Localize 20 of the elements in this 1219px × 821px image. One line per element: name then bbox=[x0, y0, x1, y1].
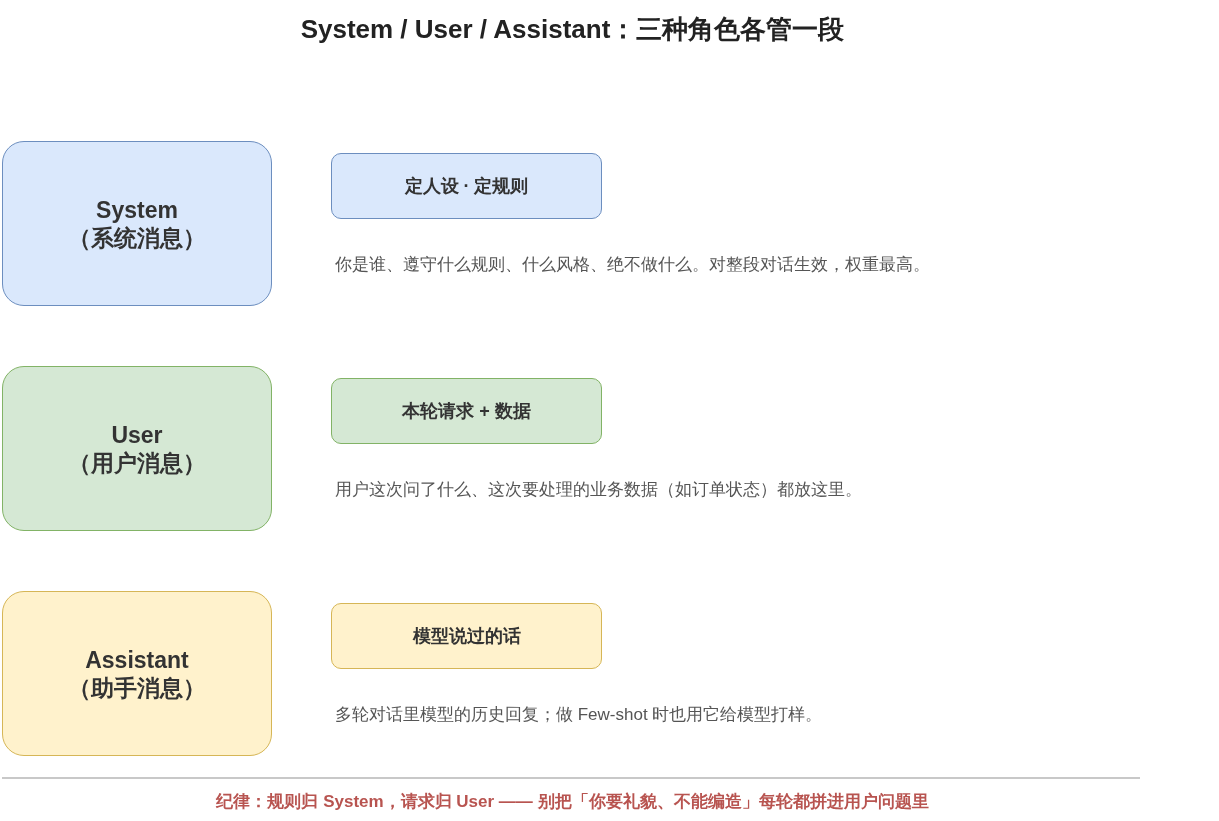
role-name: User bbox=[111, 420, 163, 449]
description-text: 用户这次问了什么、这次要处理的业务数据（如订单状态）都放这里。 bbox=[335, 479, 862, 501]
role-box bbox=[2, 366, 272, 531]
summary-box bbox=[331, 603, 602, 669]
summary-box bbox=[331, 153, 602, 219]
role-subtitle: （系统消息） bbox=[68, 223, 206, 252]
box-label: 模型说过的话 bbox=[412, 625, 521, 648]
role-box bbox=[2, 591, 272, 756]
role-subtitle: （助手消息） bbox=[68, 673, 206, 702]
role-subtitle: （用户消息） bbox=[68, 448, 206, 477]
diagram-title: System / User / Assistant：三种角色各管一段 bbox=[299, 13, 846, 46]
role-name: Assistant bbox=[85, 645, 189, 674]
note-text: 纪律：规则归 System，请求归 User —— 别把「你要礼貌、不能编造」每轮都拼进用户问题里 bbox=[215, 791, 930, 813]
role-box bbox=[2, 141, 272, 306]
summary-box bbox=[331, 378, 602, 444]
role-name: System bbox=[96, 195, 178, 224]
box-label: 定人设 · 定规则 bbox=[404, 175, 529, 198]
description-text: 你是谁、遵守什么规则、什么风格、绝不做什么。对整段对话生效，权重最高。 bbox=[335, 254, 930, 276]
description-text: 多轮对话里模型的历史回复；做 Few-shot 时也用它给模型打样。 bbox=[335, 704, 823, 726]
box-label: 本轮请求 + 数据 bbox=[402, 400, 531, 423]
